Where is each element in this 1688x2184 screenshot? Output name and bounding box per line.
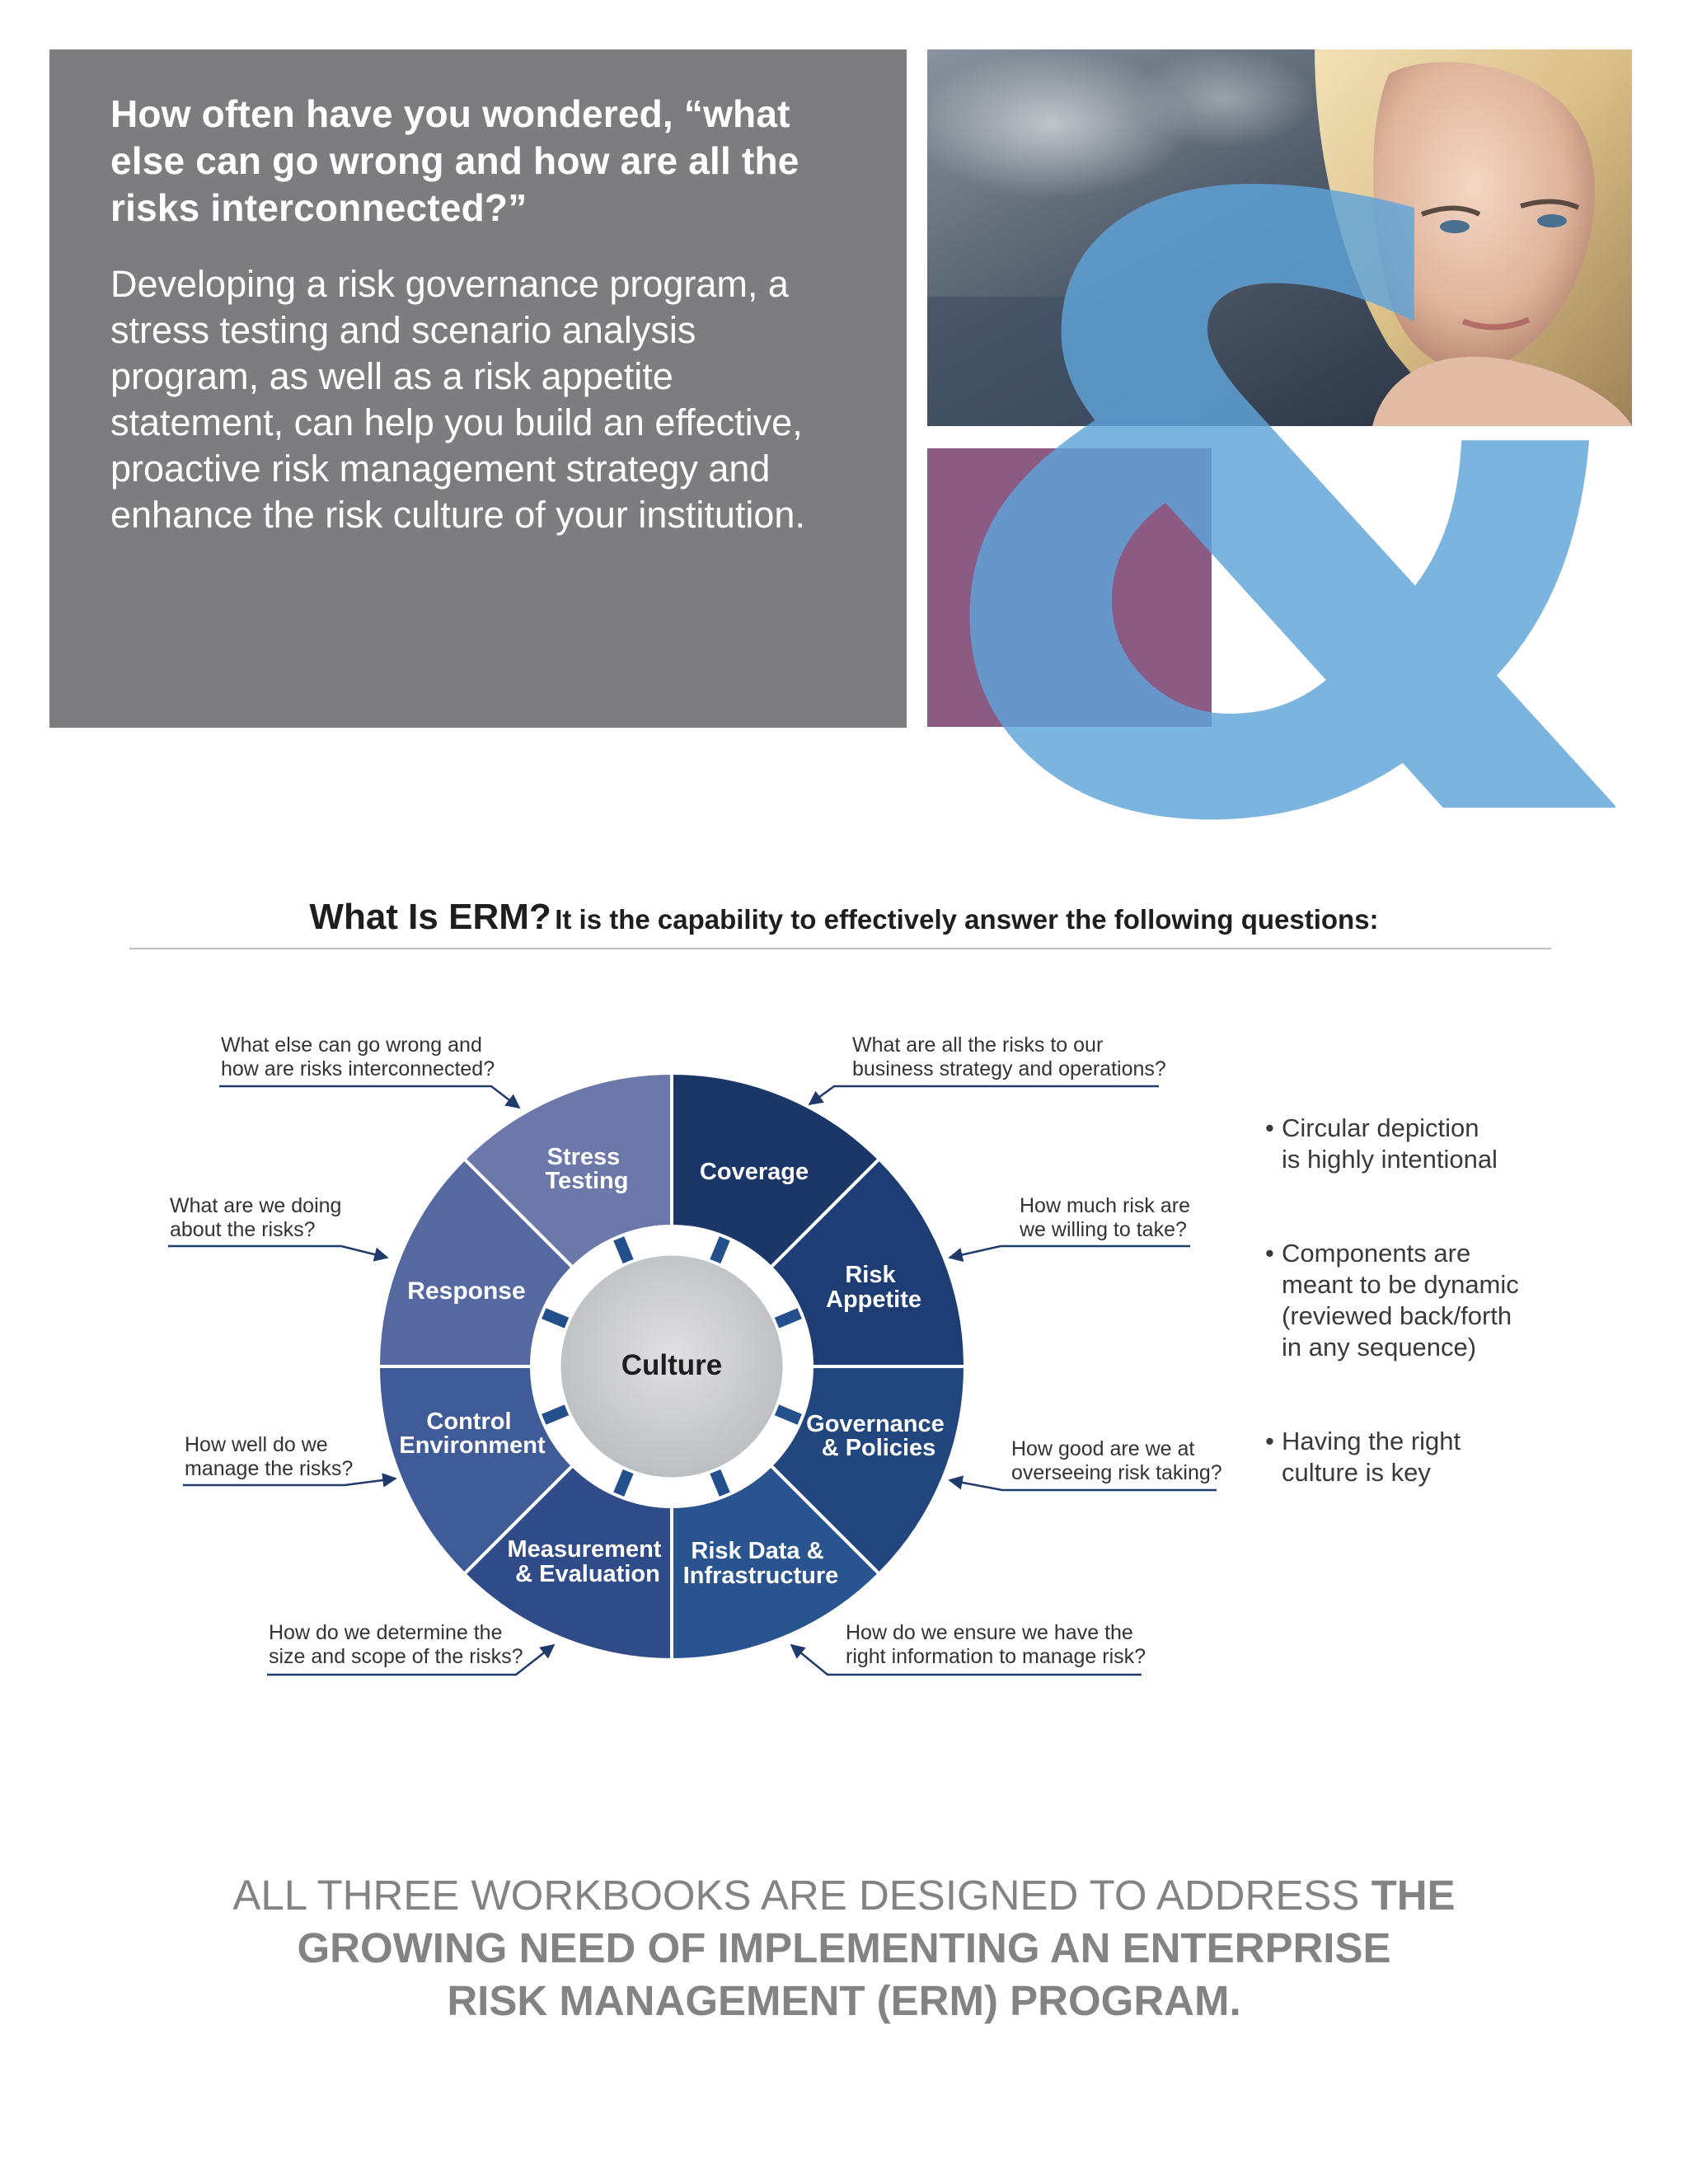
bullet-dot-icon: • (1265, 1239, 1274, 1268)
bullet-dot-icon: • (1265, 1427, 1274, 1455)
bullet-dot-icon: • (1265, 1113, 1274, 1142)
hero-text-panel: How often have you wondered, “what else … (49, 49, 907, 728)
question-risk-data: How do we ensure we have the right infor… (790, 1621, 1146, 1676)
connector-tick (774, 1308, 802, 1329)
purple-block (927, 448, 1212, 727)
connector-tick (542, 1308, 570, 1329)
question-callouts: What else can go wrong and how are risks… (168, 1033, 1222, 1676)
connector-tick (774, 1404, 802, 1425)
question-control: How well do we manage the risks? (183, 1433, 397, 1488)
woman-photo-illustration (927, 49, 1632, 426)
question-stress-testing: What else can go wrong and how are risks… (219, 1033, 521, 1109)
segment-label-risk-appetite: Risk Appetite (826, 1262, 921, 1313)
hero-body-text: Developing a risk governance program, a … (110, 263, 805, 536)
svg-text:we willing to take?: we willing to take? (1019, 1218, 1187, 1241)
question-coverage: What are all the risks to our business s… (808, 1033, 1166, 1106)
svg-text:size and scope of the risks?: size and scope of the risks? (269, 1645, 523, 1668)
connector-tick (710, 1469, 730, 1497)
svg-text:about the risks?: about the risks? (170, 1218, 316, 1241)
svg-text:How well do we: How well do we (185, 1433, 328, 1456)
segment-label-measurement-evaluation: Measurement & Evaluation (507, 1536, 668, 1587)
svg-text:How much risk are: How much risk are (1020, 1194, 1190, 1217)
center-label-culture: Culture (621, 1349, 723, 1381)
segment-label-risk-data-infrastructure: Risk Data & Infrastructure (683, 1538, 839, 1589)
wheel-segments (376, 1071, 968, 1662)
svg-text:How do we ensure we have the: How do we ensure we have the (846, 1621, 1133, 1644)
svg-text:business strategy and operatio: business strategy and operations? (852, 1057, 1166, 1080)
svg-text:What are we doing: What are we doing (170, 1194, 341, 1217)
tagline-regular: ALL THREE WORKBOOKS ARE DESIGNED TO ADDR… (232, 1872, 1360, 1919)
connector-tick (542, 1404, 570, 1425)
question-governance: How good are we at overseeing risk takin… (948, 1437, 1222, 1492)
svg-text:manage the risks?: manage the risks? (185, 1457, 353, 1480)
bullet-circular: • Circular depiction is highly intention… (1265, 1113, 1498, 1174)
svg-text:overseeing risk taking?: overseeing risk taking? (1011, 1461, 1222, 1484)
segment-label-control-environment: Control Environment (399, 1408, 546, 1459)
question-measurement: How do we determine the size and scope o… (267, 1621, 556, 1676)
erm-title: What Is ERM? (309, 897, 551, 937)
connector-tick (613, 1236, 634, 1264)
erm-subtitle: It is the capability to effectively answ… (555, 904, 1379, 935)
svg-text:What else can go wrong and: What else can go wrong and (221, 1033, 482, 1057)
erm-bullet-notes: • Circular depiction is highly intention… (1265, 1113, 1578, 1551)
bullet-culture: • Having the right culture is key (1265, 1427, 1461, 1487)
svg-text:How do we determine the: How do we determine the (269, 1621, 502, 1644)
hero-question: How often have you wondered, “what else … (110, 92, 799, 229)
tagline-bold-line3: RISK MANAGEMENT (ERM) PROGRAM. (447, 1977, 1241, 2024)
tagline-bold-line2: GROWING NEED OF IMPLEMENTING AN ENTERPRI… (297, 1924, 1391, 1971)
erm-divider (129, 948, 1551, 949)
segment-label-response: Response (407, 1277, 525, 1305)
segment-label-stress-testing: Stress Testing (546, 1144, 629, 1194)
segment-label-governance-policies: Governance & Policies (806, 1411, 951, 1461)
center-circle (558, 1253, 785, 1480)
workbooks-tagline: ALL THREE WORKBOOKS ARE DESIGNED TO ADDR… (0, 1869, 1688, 2027)
svg-text:how are risks interconnected?: how are risks interconnected? (221, 1057, 495, 1080)
segment-label-coverage: Coverage (700, 1159, 809, 1185)
connector-tick (710, 1236, 730, 1264)
svg-text:right information to manage ri: right information to manage risk? (846, 1645, 1146, 1668)
question-risk-appetite: How much risk are we willing to take? (948, 1194, 1190, 1263)
bullet-dynamic: • Components are meant to be dynamic (re… (1265, 1239, 1519, 1361)
wheel-labels: Stress Testing Coverage Risk Appetite Go… (399, 1144, 951, 1589)
erm-heading: What Is ERM? It is the capability to eff… (0, 897, 1688, 938)
woman-photo (927, 49, 1632, 426)
question-response: What are we doing about the risks? (168, 1194, 389, 1262)
connector-tick (613, 1469, 634, 1497)
svg-text:How good are we at: How good are we at (1011, 1437, 1194, 1460)
tagline-bold-the: THE (1371, 1872, 1456, 1919)
svg-text:What are all the risks to our: What are all the risks to our (852, 1033, 1103, 1057)
